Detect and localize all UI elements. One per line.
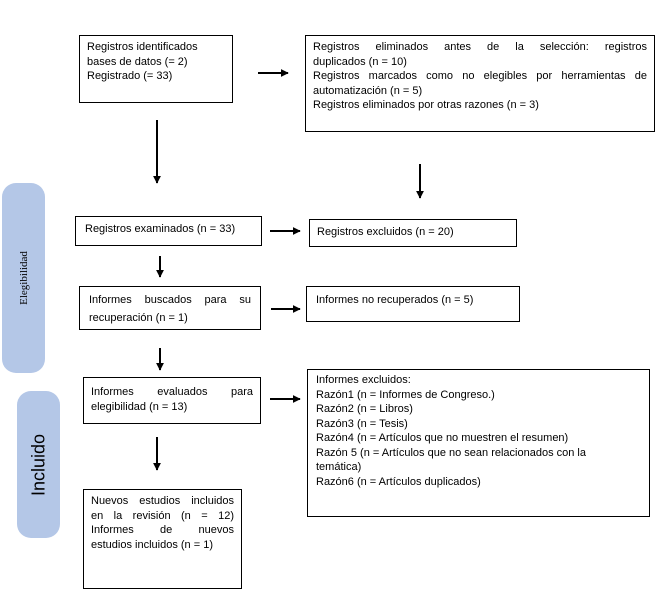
box-line: Razón 5 (n = Artículos que no sean relac… bbox=[316, 446, 586, 459]
box-line: Informes buscados para su bbox=[89, 294, 251, 306]
box-line: Registros identificados bbox=[87, 41, 198, 53]
box-line: Razón6 (n = Artículos duplicados) bbox=[316, 475, 481, 488]
box-line: Razón3 (n = Tesis) bbox=[316, 417, 408, 430]
box-line: Registros examinados (n = 33) bbox=[85, 223, 236, 235]
box-line: Razón1 (n = Informes de Congreso.) bbox=[316, 388, 495, 401]
reports-not-retrieved-box: Informes no recuperados (n = 5) bbox=[306, 286, 520, 322]
box-line: en la revisión (n = 12) bbox=[91, 509, 234, 522]
records-excluded-box: Registros excluidos (n = 20) bbox=[309, 219, 517, 247]
box-line: Razón4 (n = Artículos que no muestren el… bbox=[316, 432, 569, 444]
reports-assessed-box: Informes evaluados para elegibilidad (n … bbox=[83, 377, 261, 424]
box-line: Informes evaluados para bbox=[91, 386, 253, 398]
box-line: duplicados (n = 10) bbox=[313, 55, 407, 68]
box-line: Registros marcados como no elegibles por… bbox=[313, 70, 647, 82]
eligibility-phase-bar: Elegibilidad bbox=[2, 183, 45, 373]
box-line: recuperación (n = 1) bbox=[89, 311, 188, 324]
box-line: Registros excluidos (n = 20) bbox=[317, 226, 454, 238]
included-phase-bar: Incluido bbox=[17, 391, 60, 538]
box-line: Razón2 (n = Libros) bbox=[316, 403, 413, 415]
studies-included-box: Nuevos estudios incluidos en la revisión… bbox=[83, 489, 242, 589]
box-line: bases de datos (= 2) bbox=[87, 55, 188, 68]
box-line: Registros eliminados antes de la selecci… bbox=[313, 41, 647, 53]
box-line: estudios incluidos (n = 1) bbox=[91, 538, 213, 551]
box-line: Informes no recuperados (n = 5) bbox=[316, 294, 474, 306]
reports-sought-box: Informes buscados para su recuperación (… bbox=[79, 286, 261, 330]
box-line: Informes excluidos: bbox=[316, 374, 411, 386]
box-line: automatización (n = 5) bbox=[313, 84, 423, 97]
box-line: Registros eliminados por otras razones (… bbox=[313, 99, 539, 111]
box-line: Registrado (= 33) bbox=[87, 70, 173, 82]
records-removed-box: Registros eliminados antes de la selecci… bbox=[305, 35, 655, 132]
box-line: Informes de nuevos bbox=[91, 524, 234, 536]
reports-excluded-box: Informes excluidos: Razón1 (n = Informes… bbox=[307, 369, 650, 517]
records-screened-box: Registros examinados (n = 33) bbox=[75, 216, 262, 246]
records-identified-box: Registros identificados bases de datos (… bbox=[79, 35, 233, 103]
box-line: elegibilidad (n = 13) bbox=[91, 400, 188, 413]
box-line: temática) bbox=[316, 461, 362, 473]
box-line: Nuevos estudios incluidos bbox=[91, 495, 234, 507]
